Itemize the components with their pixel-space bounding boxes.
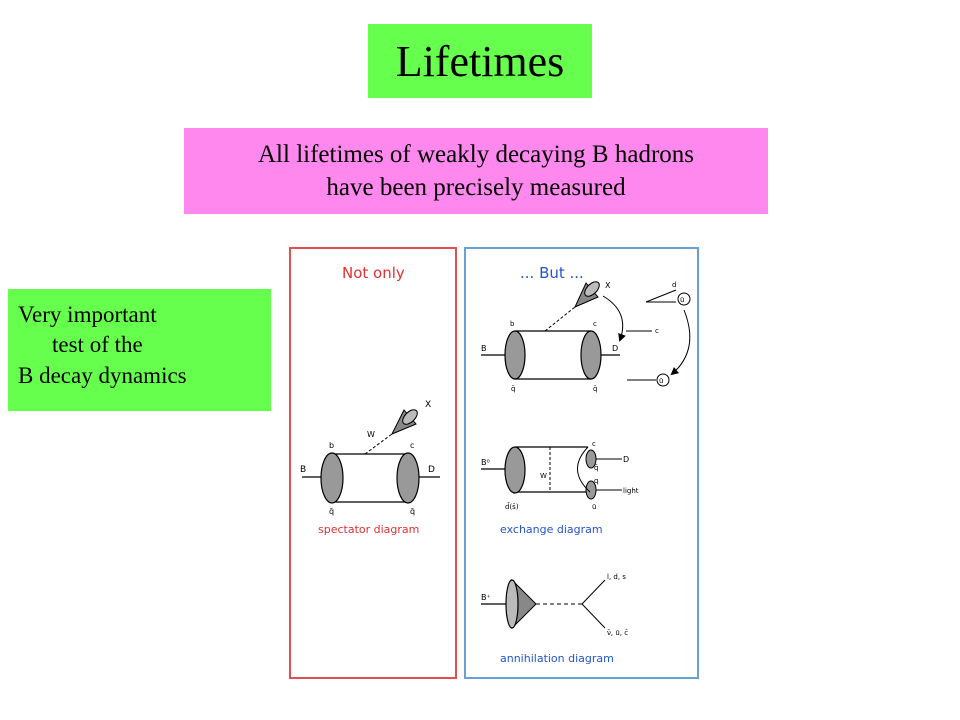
exchange-diagram: B⁰ W c q̄ q D light d̄(s̄) ū exchange di… <box>481 440 639 536</box>
exchange-dbar-label: d̄(s̄) <box>505 502 519 511</box>
interference-d-quark-label: d <box>672 281 676 289</box>
annihilation-bottom-label: ν̄, ū, c̄ <box>607 629 628 637</box>
subtitle-line-2: have been precisely measured <box>326 174 626 201</box>
interference-d-label: D <box>612 344 618 353</box>
annihilation-bplus-label: B⁺ <box>481 593 491 602</box>
interference-bquark-label: b <box>510 320 515 328</box>
spectator-bquark-label: b <box>329 441 334 450</box>
interference-ubar1-label: ū <box>680 296 684 304</box>
spectator-diagram: B D b c q̄ q̄ W X spectator diagram <box>300 400 440 536</box>
subtitle-box: All lifetimes of weakly decaying B hadro… <box>184 128 768 214</box>
exchange-b0-label: B⁰ <box>481 458 490 467</box>
exchange-q2-label: q <box>594 477 598 485</box>
interference-ubar2-label: ū <box>659 377 663 385</box>
interference-cquark-label: c <box>593 320 597 328</box>
spectator-w-label: W <box>367 430 375 439</box>
annihilation-top-label: l, d, s <box>607 573 626 581</box>
b-meson-ellipse <box>504 330 526 380</box>
spectator-qbar2-label: q̄ <box>410 507 415 516</box>
ubar-bottom-circle <box>656 373 670 387</box>
exchange-q1-label: q̄ <box>594 464 598 472</box>
note-line-3: B decay dynamics <box>18 363 187 388</box>
annihilation-diagram: B⁺ l, d, s ν̄, ū, c̄ annihilation diagra… <box>481 573 628 665</box>
exchange-ubar-label: ū <box>592 503 596 511</box>
note-box: Very important test of the B decay dynam… <box>8 289 271 411</box>
exchange-d-label: D <box>623 455 629 464</box>
d-meson-ellipse <box>396 452 420 504</box>
interference-diagram: B D b c q̄ q̄ X d c ū ū <box>481 281 691 393</box>
note-line-2: test of the <box>52 332 143 357</box>
interference-qbar1-label: q̄ <box>511 385 515 393</box>
b0-meson-ellipse <box>504 446 526 494</box>
note-line-1: Very important <box>18 302 157 327</box>
interference-c2-label: c <box>655 327 659 335</box>
spectator-d-label: D <box>428 465 435 475</box>
spectator-qbar1-label: q̄ <box>329 507 334 516</box>
exchange-w-label: W <box>540 472 547 480</box>
exchange-cquark-label: c <box>592 440 596 448</box>
spectator-cquark-label: c <box>410 441 414 450</box>
b-plus-ellipse <box>505 579 519 629</box>
d-meson-ellipse <box>580 330 602 380</box>
annihilation-caption: annihilation diagram <box>500 652 614 665</box>
spectator-b-label: B <box>300 465 306 475</box>
ubar-top-circle <box>677 292 691 306</box>
but-panel <box>464 247 699 679</box>
interference-x-label: X <box>605 281 611 290</box>
spectator-x-label: X <box>425 400 431 410</box>
spectator-caption: spectator diagram <box>318 523 419 536</box>
subtitle-line-1: All lifetimes of weakly decaying B hadro… <box>258 141 694 168</box>
slide-title: Lifetimes <box>368 24 592 98</box>
not-only-panel <box>289 247 457 679</box>
interference-qbar2-label: q̄ <box>593 385 597 393</box>
b-meson-ellipse <box>320 452 344 504</box>
but-heading: ... But ... <box>520 264 584 282</box>
interference-b-label: B <box>481 344 487 353</box>
exchange-light-label: light <box>623 487 639 495</box>
exchange-caption: exchange diagram <box>500 523 603 536</box>
not-only-heading: Not only <box>342 264 405 282</box>
